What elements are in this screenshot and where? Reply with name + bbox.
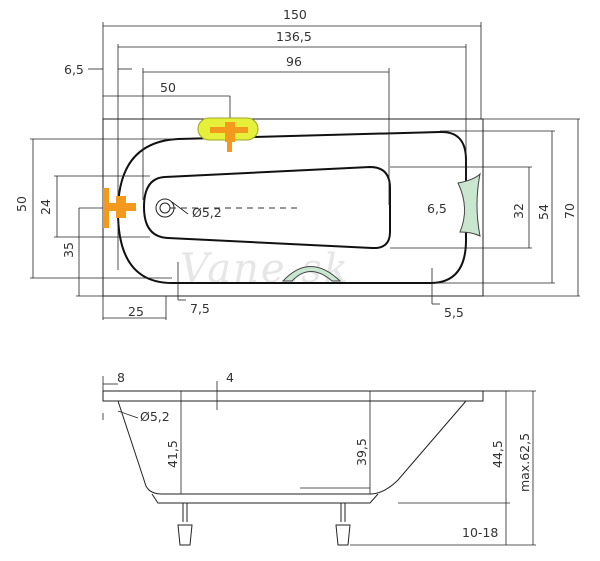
dim-inner-length: 136,5 bbox=[276, 29, 312, 44]
leg-left bbox=[177, 503, 193, 546]
dim-width-inner: 54 bbox=[536, 204, 551, 220]
dim-depth-left: 41,5 bbox=[165, 440, 180, 468]
dim-fill-height: 35 bbox=[61, 242, 76, 258]
tub-rim-side bbox=[102, 390, 484, 402]
watermark: Vane.sk bbox=[180, 246, 350, 292]
dim-right-rim: 6,5 bbox=[427, 201, 447, 216]
dim-bottom-rim-right: 5,5 bbox=[444, 305, 464, 320]
dim-left-width: 50 bbox=[14, 196, 29, 212]
dim-drain-from-bottom: 24 bbox=[38, 199, 53, 215]
dim-drain-diameter: Ø5,2 bbox=[192, 205, 222, 220]
dim-height-with-rim: 44,5 bbox=[490, 440, 505, 468]
faucet-icon-top bbox=[210, 122, 248, 152]
dim-bottom-rim-left: 7,5 bbox=[190, 301, 210, 316]
dim-bottom-width: 32 bbox=[511, 203, 526, 219]
leg-right bbox=[335, 503, 351, 546]
dim-left-margin: 6,5 bbox=[64, 62, 84, 77]
dim-total-length: 150 bbox=[283, 7, 307, 22]
faucet-icon-left bbox=[103, 188, 136, 228]
dim-leg-range: 10-18 bbox=[462, 525, 498, 540]
dim-width-total: 70 bbox=[562, 203, 577, 219]
dim-rim-thickness: 4 bbox=[226, 370, 234, 385]
drain-inner-icon bbox=[159, 202, 171, 214]
dim-max-height: max.62,5 bbox=[517, 433, 532, 492]
tub-bottom-plate bbox=[142, 165, 391, 250]
headrest-right bbox=[457, 172, 481, 237]
handle-bottom bbox=[281, 266, 342, 282]
dim-rim-left: 8 bbox=[117, 370, 125, 385]
tub-inner-basin bbox=[116, 130, 467, 284]
drain-outer-icon bbox=[155, 198, 175, 218]
dim-overflow-diameter: Ø5,2 bbox=[140, 409, 170, 424]
dim-depth-inner: 39,5 bbox=[354, 438, 369, 466]
dim-foot-offset: 25 bbox=[128, 304, 144, 319]
dim-mixer-offset: 50 bbox=[160, 80, 176, 95]
dim-bottom-length: 96 bbox=[286, 54, 302, 69]
tub-body-side bbox=[117, 400, 467, 495]
